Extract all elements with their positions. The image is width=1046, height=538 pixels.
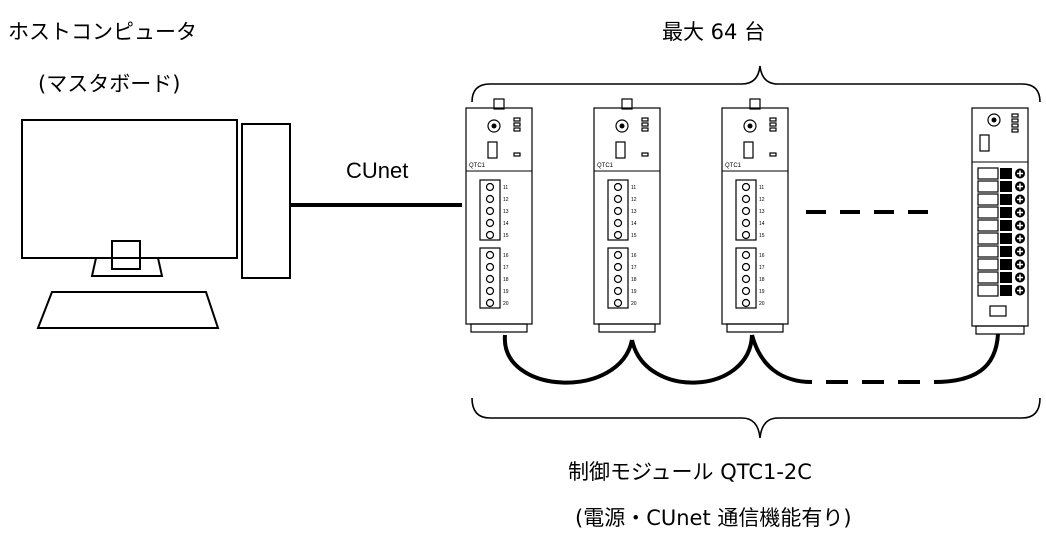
terminal-number: 11 [631,185,636,191]
terminal-number: 13 [503,209,509,215]
terminal-number: 14 [503,221,509,227]
control-module-unit: QTC1 11 12 13 14 15 16 17 18 19 20 [721,98,789,333]
terminal-number: 17 [503,265,509,271]
bottom-brace [471,397,1041,439]
control-module-subtitle: (電源・CUnet 通信機能有り) [575,506,852,530]
terminal-number: 12 [759,197,765,203]
terminal-number: 18 [631,277,637,283]
terminal-number: 19 [503,289,509,295]
terminal-number: 13 [631,209,637,215]
terminal-number: 16 [631,253,637,259]
control-module-label: 制御モジュール QTC1-2C [568,460,812,484]
terminal-number: 17 [631,265,637,271]
control-module-unit: QTC1 11 12 13 14 15 16 17 18 19 20 [593,98,661,333]
terminal-number: 13 [759,209,765,215]
terminal-number: 14 [759,221,765,227]
terminal-number: 15 [631,233,637,239]
module-model-label: QTC1 [725,163,742,169]
pc-tower-icon [241,123,291,279]
terminal-number: 18 [759,277,765,283]
master-board-label: (マスタボード) [38,72,181,96]
terminal-number: 16 [503,253,509,259]
terminal-number: 19 [631,289,637,295]
terminal-number: 11 [503,185,508,191]
keyboard-icon [36,291,220,329]
terminal-number: 17 [759,265,765,271]
terminal-number: 11 [759,185,764,191]
terminal-number: 16 [759,253,765,259]
terminal-number: 12 [631,197,637,203]
module-model-label: QTC1 [597,163,614,169]
terminal-number: 20 [759,301,765,307]
terminal-number: 20 [503,301,509,307]
terminal-number: 15 [759,233,765,239]
control-modules: QTC1 11 12 13 14 15 16 17 18 19 20 QTC1 11 12 13 14 15 16… [465,98,1029,335]
terminal-number: 19 [759,289,765,295]
terminal-number: 12 [503,197,509,203]
terminal-number: 14 [631,221,637,227]
terminal-number: 15 [503,233,509,239]
top-brace [471,65,1041,103]
monitor-icon [21,119,238,277]
control-module-unit: QTC1 11 12 13 14 15 16 17 18 19 20 [465,98,533,333]
max-units-label: 最大 64 台 [662,20,766,44]
terminal-number: 20 [631,301,637,307]
cunet-link-label: CUnet [346,158,409,183]
control-module-unit-end [971,107,1029,335]
host-computer-label: ホストコンピュータ [8,20,197,44]
module-model-label: QTC1 [469,163,486,169]
terminal-number: 18 [503,277,509,283]
daisy-chain-cables [502,333,1000,385]
